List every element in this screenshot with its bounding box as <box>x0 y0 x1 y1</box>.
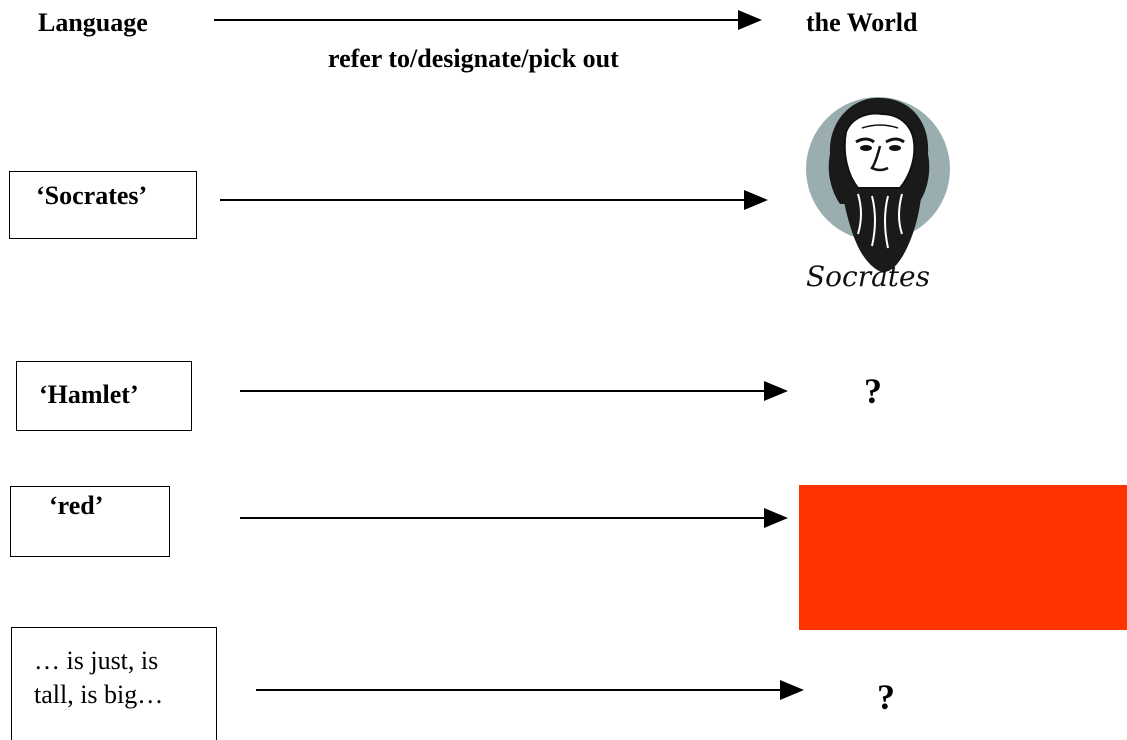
term-box-predicates <box>11 627 217 740</box>
target-hamlet-question: ? <box>864 371 882 411</box>
term-box-socrates <box>9 171 197 239</box>
world-label: the World <box>806 8 918 37</box>
term-red: ‘red’ <box>49 491 104 520</box>
predicate-line-1: … is just, is <box>34 646 159 675</box>
language-label: Language <box>38 8 148 37</box>
arrow-predicates <box>256 680 804 700</box>
header-arrow <box>214 10 762 30</box>
term-socrates: ‘Socrates’ <box>36 181 148 210</box>
arrow-red <box>240 508 788 528</box>
socrates-portrait-image: Socrates <box>806 97 950 293</box>
term-hamlet: ‘Hamlet’ <box>39 380 139 409</box>
target-predicates-question: ? <box>877 677 895 717</box>
arrow-socrates <box>220 190 768 210</box>
term-box-hamlet <box>16 361 192 431</box>
portrait-caption: Socrates <box>806 260 930 293</box>
arrow-hamlet <box>240 381 788 401</box>
term-box-red <box>10 486 170 557</box>
predicate-line-2: tall, is big… <box>34 680 164 709</box>
red-color-swatch <box>799 485 1127 630</box>
relation-label: refer to/designate/pick out <box>328 44 619 73</box>
